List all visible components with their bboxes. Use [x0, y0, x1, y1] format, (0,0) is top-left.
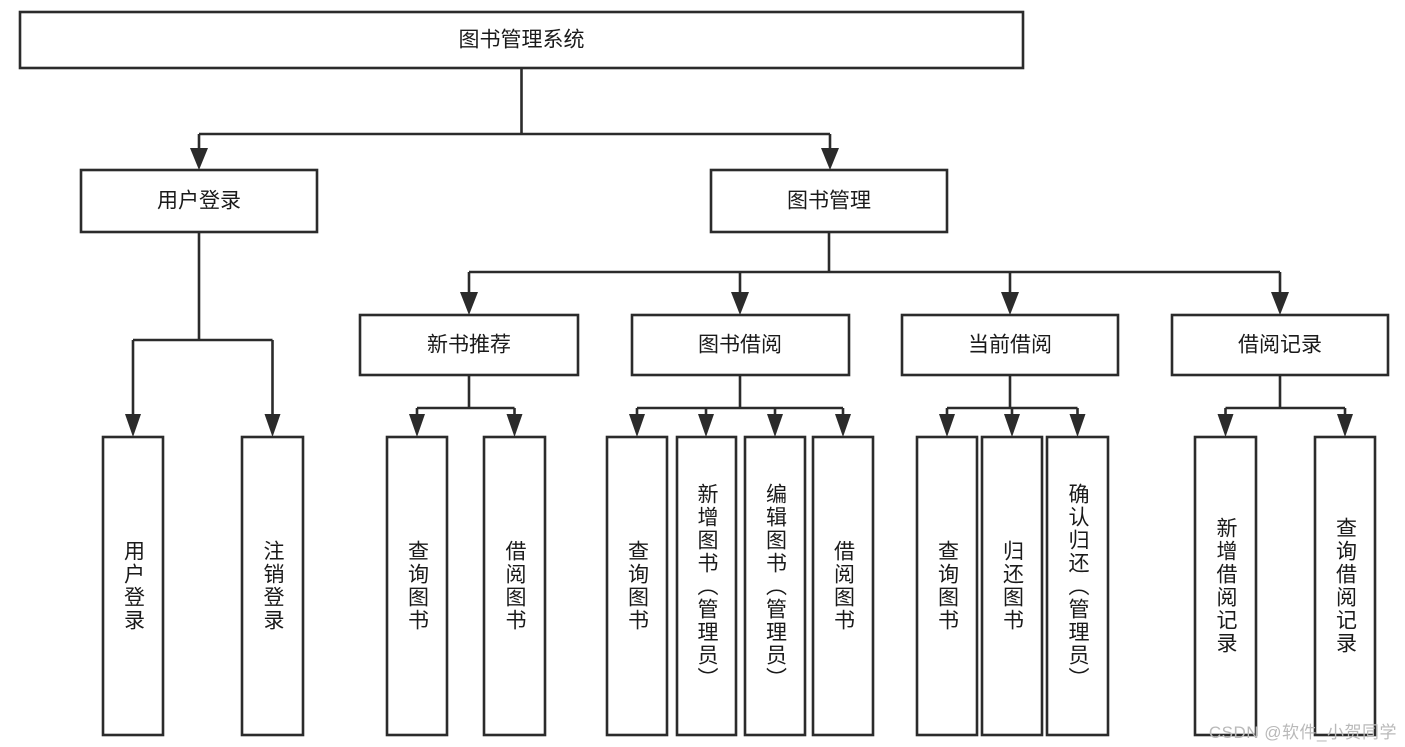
arrow-head-leaf-confirm-return-admin: [1069, 414, 1086, 437]
node-root[interactable]: 图书管理系统: [18, 10, 1025, 70]
arrow-head-new-book-recommend: [460, 292, 478, 315]
node-user-login-rect: [79, 168, 319, 234]
node-current-borrow-label: 当前借阅: [968, 334, 1052, 357]
node-current-borrow[interactable]: 当前借阅: [900, 313, 1120, 377]
arrow-head-leaf-borrow-book-recommend: [506, 414, 523, 437]
node-user-login-label: 用户登录: [157, 190, 241, 213]
arrow-head-leaf-user-login: [125, 414, 141, 437]
leaf-boxes: [101, 435, 1377, 737]
arrow-head-leaf-query-book-current: [939, 414, 955, 437]
node-leaf-edit-book-admin-rect[interactable]: [743, 435, 807, 737]
node-book-borrow[interactable]: 图书借阅: [630, 313, 851, 377]
node-leaf-query-book-borrow-rect[interactable]: [605, 435, 669, 737]
arrow-head-leaf-add-borrow-record: [1217, 414, 1234, 437]
arrow-head-leaf-add-book-admin: [698, 414, 714, 437]
connector-group-borrow-record: [1217, 375, 1353, 437]
connector-group-book-management: [460, 232, 1289, 315]
node-book-management-rect: [709, 168, 949, 234]
node-current-borrow-rect: [900, 313, 1120, 377]
node-borrow-record-rect: [1170, 313, 1390, 377]
node-book-borrow-label: 图书借阅: [698, 334, 782, 357]
node-leaf-return-book-rect[interactable]: [980, 435, 1044, 737]
node-leaf-query-book-recommend-rect[interactable]: [385, 435, 449, 737]
arrow-head-leaf-query-book-borrow: [629, 414, 645, 437]
connector-group-current-borrow: [939, 375, 1086, 437]
node-borrow-record[interactable]: 借阅记录: [1170, 313, 1390, 377]
arrow-head-current-borrow: [1001, 292, 1019, 315]
node-leaf-user-login-rect[interactable]: [101, 435, 165, 737]
node-leaf-borrow-book-rect[interactable]: [811, 435, 875, 737]
connector-group-new-book-recommend: [409, 375, 523, 437]
node-book-borrow-rect: [630, 313, 851, 377]
node-leaf-add-book-admin-rect[interactable]: [675, 435, 738, 737]
node-root-rect: [18, 10, 1025, 70]
node-user-login[interactable]: 用户登录: [79, 168, 319, 234]
connector-group-book-borrow: [629, 375, 851, 437]
node-book-management[interactable]: 图书管理: [709, 168, 949, 234]
arrow-head-borrow-record: [1271, 292, 1289, 315]
node-root-label: 图书管理系统: [459, 29, 585, 52]
arrow-head-user-login: [190, 148, 208, 170]
node-leaf-confirm-return-admin-rect[interactable]: [1045, 435, 1110, 737]
node-leaf-query-borrow-record-rect[interactable]: [1313, 435, 1377, 737]
csdn-watermark: CSDN @软件_小贺同学: [1208, 723, 1397, 742]
node-leaf-query-book-current-rect[interactable]: [915, 435, 979, 737]
arrow-head-leaf-edit-book-admin: [767, 414, 783, 437]
node-new-book-recommend-label: 新书推荐: [427, 334, 511, 357]
connector-group-root: [190, 68, 839, 170]
arrow-head-leaf-return-book: [1004, 414, 1020, 437]
node-new-book-recommend-rect: [358, 313, 580, 377]
node-leaf-logout-rect[interactable]: [240, 435, 305, 737]
arrow-head-leaf-borrow-book: [835, 414, 851, 437]
arrow-head-leaf-logout: [264, 414, 281, 437]
arrow-head-leaf-query-book-recommend: [409, 414, 425, 437]
node-leaf-borrow-book-recommend-rect[interactable]: [482, 435, 547, 737]
node-book-management-label: 图书管理: [787, 190, 871, 213]
arrow-head-leaf-query-borrow-record: [1337, 414, 1353, 437]
node-leaf-add-borrow-record-rect[interactable]: [1193, 435, 1258, 737]
connector-group-user-login: [125, 232, 281, 437]
arrow-head-book-borrow: [731, 292, 749, 315]
arrow-head-book-management: [821, 148, 839, 170]
node-new-book-recommend[interactable]: 新书推荐: [358, 313, 580, 377]
node-borrow-record-label: 借阅记录: [1238, 334, 1322, 357]
